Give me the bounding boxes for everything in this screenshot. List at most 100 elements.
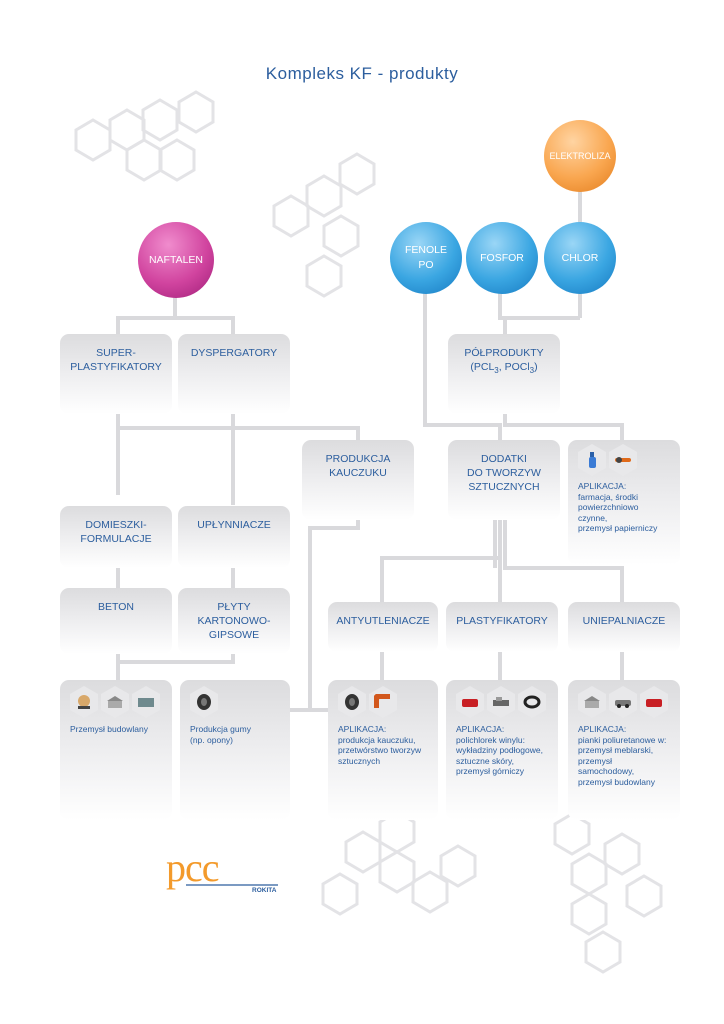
molecule-decoration: [74, 90, 663, 974]
icons-uniep: [578, 686, 670, 718]
antyutleniacze-label: ANTYUTLENIACZE: [336, 615, 430, 627]
box-app-guma: Produkcja gumy (np. opony): [180, 680, 290, 820]
plyty-line1: PŁYTY: [217, 601, 251, 613]
dyspergatory-label: DYSPERGATORY: [190, 347, 278, 359]
box-app-polprodukty: APLIKACJA: farmacja, środki powierzchnio…: [568, 440, 680, 565]
page-title: Kompleks KF - produkty: [265, 64, 459, 83]
plast-app-line4: przemysł górniczy: [456, 766, 525, 776]
polprod-app-line2: powierzchniowo czynne,: [578, 502, 639, 523]
pcc-rokita-logo: pcc ROKITA: [166, 845, 281, 898]
bottle-icon: [578, 444, 606, 476]
icons-polprodukty: [578, 444, 670, 476]
uniep-app-line2: przemysł meblarski,: [578, 745, 654, 755]
machine-icon: [487, 686, 515, 718]
building-icon: [101, 686, 129, 718]
domieszki-line1: DOMIESZKI-: [85, 519, 147, 531]
box-plastyfikatory: PLASTYFIKATORY: [446, 602, 558, 652]
kauczuk-line2: KAUCZUKU: [329, 467, 387, 479]
pipe-icon: [369, 686, 397, 718]
cable-icon: [518, 686, 546, 718]
box-antyutleniacze: ANTYUTLENIACZE: [328, 602, 438, 652]
superplast-line2: PLASTYFIKATORY: [70, 361, 162, 373]
icons-guma: [190, 686, 280, 718]
node-chlor: CHLOR: [544, 222, 616, 294]
container-icon: [132, 686, 160, 718]
domieszki-line2: FORMULACJE: [80, 533, 152, 545]
naftalen-label: NAFTALEN: [148, 253, 204, 266]
uniepalniacze-label: UNIEPALNIACZE: [582, 615, 666, 627]
box-app-uniepalniacze: APLIKACJA: pianki poliuretanowe w: przem…: [568, 680, 680, 820]
superplast-line1: SUPER-: [96, 347, 136, 359]
node-elektroliza: ELEKTROLIZA: [544, 120, 616, 192]
plastyfikatory-label: PLASTYFIKATORY: [456, 615, 548, 627]
tire-icon: [338, 686, 366, 718]
antyutl-app-label: APLIKACJA:: [338, 724, 387, 734]
pcc-logo-mark: pcc ROKITA: [166, 845, 278, 894]
kauczuk-line1: PRODUKCJA: [325, 453, 391, 465]
uniep-app-line1: pianki poliuretanowe w:: [578, 734, 667, 745]
car-icon: [609, 686, 637, 718]
box-dyspergatory: DYSPERGATORY: [178, 334, 290, 414]
node-fenole: FENOLE PO: [390, 222, 462, 294]
elektroliza-label: ELEKTROLIZA: [549, 150, 611, 161]
concrete-mixer-icon: [70, 686, 98, 718]
fenole-label: FENOLE: [404, 244, 447, 256]
plyty-line2: KARTONOWO-: [197, 615, 271, 627]
polprod-app-line1: farmacja, środki: [578, 491, 638, 502]
box-app-plastyfikatory: APLIKACJA: polichlorek winylu: wykładzin…: [446, 680, 558, 820]
node-naftalen: NAFTALEN: [138, 222, 214, 298]
box-produkcja-kauczuku: PRODUKCJA KAUCZUKU: [302, 440, 414, 520]
budowlany-app-label: Przemysł budowlany: [70, 724, 148, 734]
plyty-line3: GIPSOWE: [208, 629, 260, 641]
icons-antyutl: [338, 686, 428, 718]
box-superplastyfikatory: SUPER- PLASTYFIKATORY: [60, 334, 172, 414]
box-domieszki: DOMIESZKI- FORMULACJE: [60, 506, 172, 568]
dodatki-line2: DO TWORZYW: [467, 467, 541, 479]
icons-plast: [456, 686, 548, 718]
box-plyty: PŁYTY KARTONOWO- GIPSOWE: [178, 588, 290, 654]
box-app-antyutleniacze: APLIKACJA: produkcja kauczuku, przetwórs…: [328, 680, 438, 820]
icons-budowlany: [70, 686, 162, 718]
molecule-bottom-right: [553, 812, 663, 974]
dodatki-line3: SZTUCZNYCH: [468, 481, 540, 493]
node-fosfor: FOSFOR: [466, 222, 538, 294]
logo-text: pcc: [166, 853, 219, 890]
tire-icon: [190, 686, 218, 718]
sofa-icon: [456, 686, 484, 718]
polprod-app-line3: przemysł papierniczy: [578, 523, 658, 533]
uplynniacze-label: UPŁYNNIACZE: [197, 519, 271, 531]
box-uplynniacze: UPŁYNNIACZE: [178, 506, 290, 568]
molecule-top-left: [74, 90, 215, 182]
uniep-app-line4: przemysł budowlany: [578, 776, 656, 787]
guma-app-line1: Produkcja gumy: [190, 724, 251, 734]
molecule-bottom-center: [321, 810, 477, 916]
box-app-budowlany: Przemysł budowlany: [60, 680, 172, 820]
plast-app-line1: polichlorek winylu:: [456, 734, 525, 745]
building-icon: [578, 686, 606, 718]
uniep-app-line3: przemysł samochodowy,: [578, 755, 635, 777]
antyutl-app-line1: produkcja kauczuku,: [338, 734, 416, 745]
polprodukty-formula: (PCL3, POCl3): [470, 361, 538, 376]
chlor-label: CHLOR: [561, 251, 599, 264]
fosfor-label: FOSFOR: [480, 251, 524, 264]
dodatki-line1: DODATKI: [481, 453, 527, 465]
sofa-icon: [640, 686, 668, 718]
guma-app-line2: (np. opony): [190, 734, 233, 745]
box-uniepalniacze: UNIEPALNIACZE: [568, 602, 680, 652]
box-beton: BETON: [60, 588, 172, 654]
polprod-app-label: APLIKACJA:: [578, 481, 627, 491]
uniep-app-label: APLIKACJA:: [578, 724, 627, 734]
logo-sub: ROKITA: [252, 887, 277, 893]
plast-app-line3: sztuczne skóry,: [456, 755, 514, 766]
box-polprodukty: PÓŁPRODUKTY (PCL3, POCl3): [448, 334, 560, 414]
plast-app-label: APLIKACJA:: [456, 724, 505, 734]
plast-app-line2: wykładziny podłogowe,: [456, 745, 543, 755]
polprodukty-line1: PÓŁPRODUKTY: [464, 347, 544, 359]
beton-label: BETON: [98, 601, 134, 613]
molecule-center-top: [272, 152, 376, 298]
antyutl-app-line3: sztucznych: [338, 755, 381, 766]
po-label: PO: [418, 259, 434, 271]
box-dodatki: DODATKI DO TWORZYW SZTUCZNYCH: [448, 440, 560, 520]
antyutl-app-line2: przetwórstwo tworzyw: [338, 745, 422, 755]
tools-icon: [609, 444, 637, 476]
